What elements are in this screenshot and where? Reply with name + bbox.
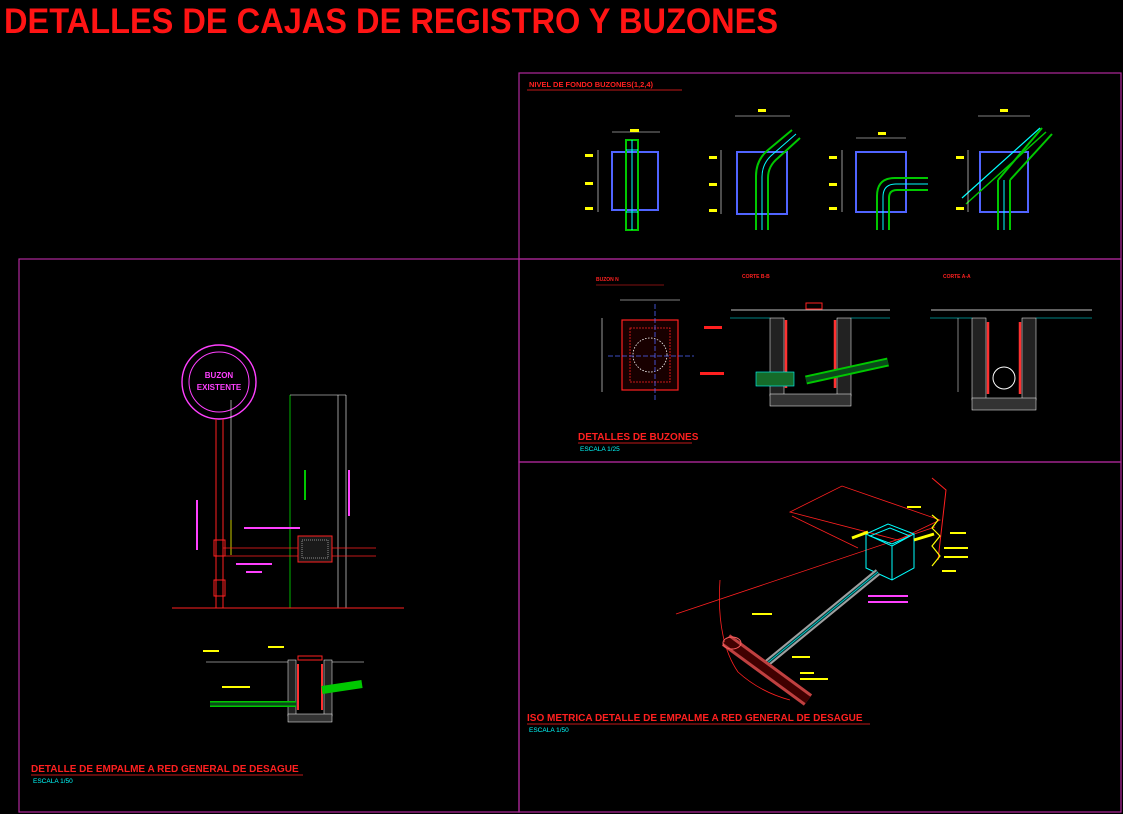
- panel-isometrica: ISO METRICA DETALLE DE EMPALME A RED GEN…: [527, 477, 968, 734]
- panel-frames: [18, 72, 1122, 813]
- nivel-fondo-title: NIVEL DE FONDO BUZONES(1,2,4): [529, 80, 654, 89]
- panel-detalles-buzones: BUZON N CORTE B-B: [578, 274, 1092, 453]
- empalme-scale: ESCALA 1/50: [33, 778, 73, 785]
- isometrica-scale: ESCALA 1/50: [529, 727, 569, 734]
- section-aa-label: CORTE A-A: [943, 274, 971, 280]
- buzon-plan-straight: [585, 129, 660, 231]
- panel-empalme: BUZON EXISTENTE: [31, 344, 404, 785]
- buzon-plan-y-junction: [956, 109, 1053, 230]
- buzon-existente-symbol: BUZON EXISTENTE: [181, 344, 257, 420]
- panel-nivel-fondo: NIVEL DE FONDO BUZONES(1,2,4): [527, 80, 1053, 231]
- detalles-buzones-title: DETALLES DE BUZONES: [578, 432, 699, 443]
- detalles-buzones-scale: ESCALA 1/25: [580, 446, 620, 453]
- buzon-section-aa: CORTE A-A: [930, 274, 1092, 411]
- buzon-plan-bend-diagonal: [709, 109, 801, 230]
- empalme-title: DETALLE DE EMPALME A RED GENERAL DE DESA…: [31, 764, 299, 775]
- drawing-title: DETALLES DE CAJAS DE REGISTRO Y BUZONES: [4, 2, 779, 41]
- isometrica-title: ISO METRICA DETALLE DE EMPALME A RED GEN…: [527, 713, 863, 724]
- frame-nivel-fondo: [518, 72, 1122, 260]
- buzon-plan-elbow: [829, 132, 928, 230]
- buzon-plan-view: BUZON N: [596, 277, 724, 400]
- buzon-existente-label-1: BUZON: [205, 371, 234, 380]
- buzon-existente-label-2: EXISTENTE: [197, 383, 242, 392]
- section-bb-label: CORTE B-B: [742, 274, 770, 280]
- buzon-plan-label: BUZON N: [596, 277, 619, 283]
- frame-isometrica: [518, 461, 1122, 813]
- iso-registro-box: [864, 523, 916, 581]
- buzon-section-bb: CORTE B-B: [730, 274, 890, 407]
- frame-empalme: [18, 258, 520, 813]
- empalme-section: [203, 646, 364, 723]
